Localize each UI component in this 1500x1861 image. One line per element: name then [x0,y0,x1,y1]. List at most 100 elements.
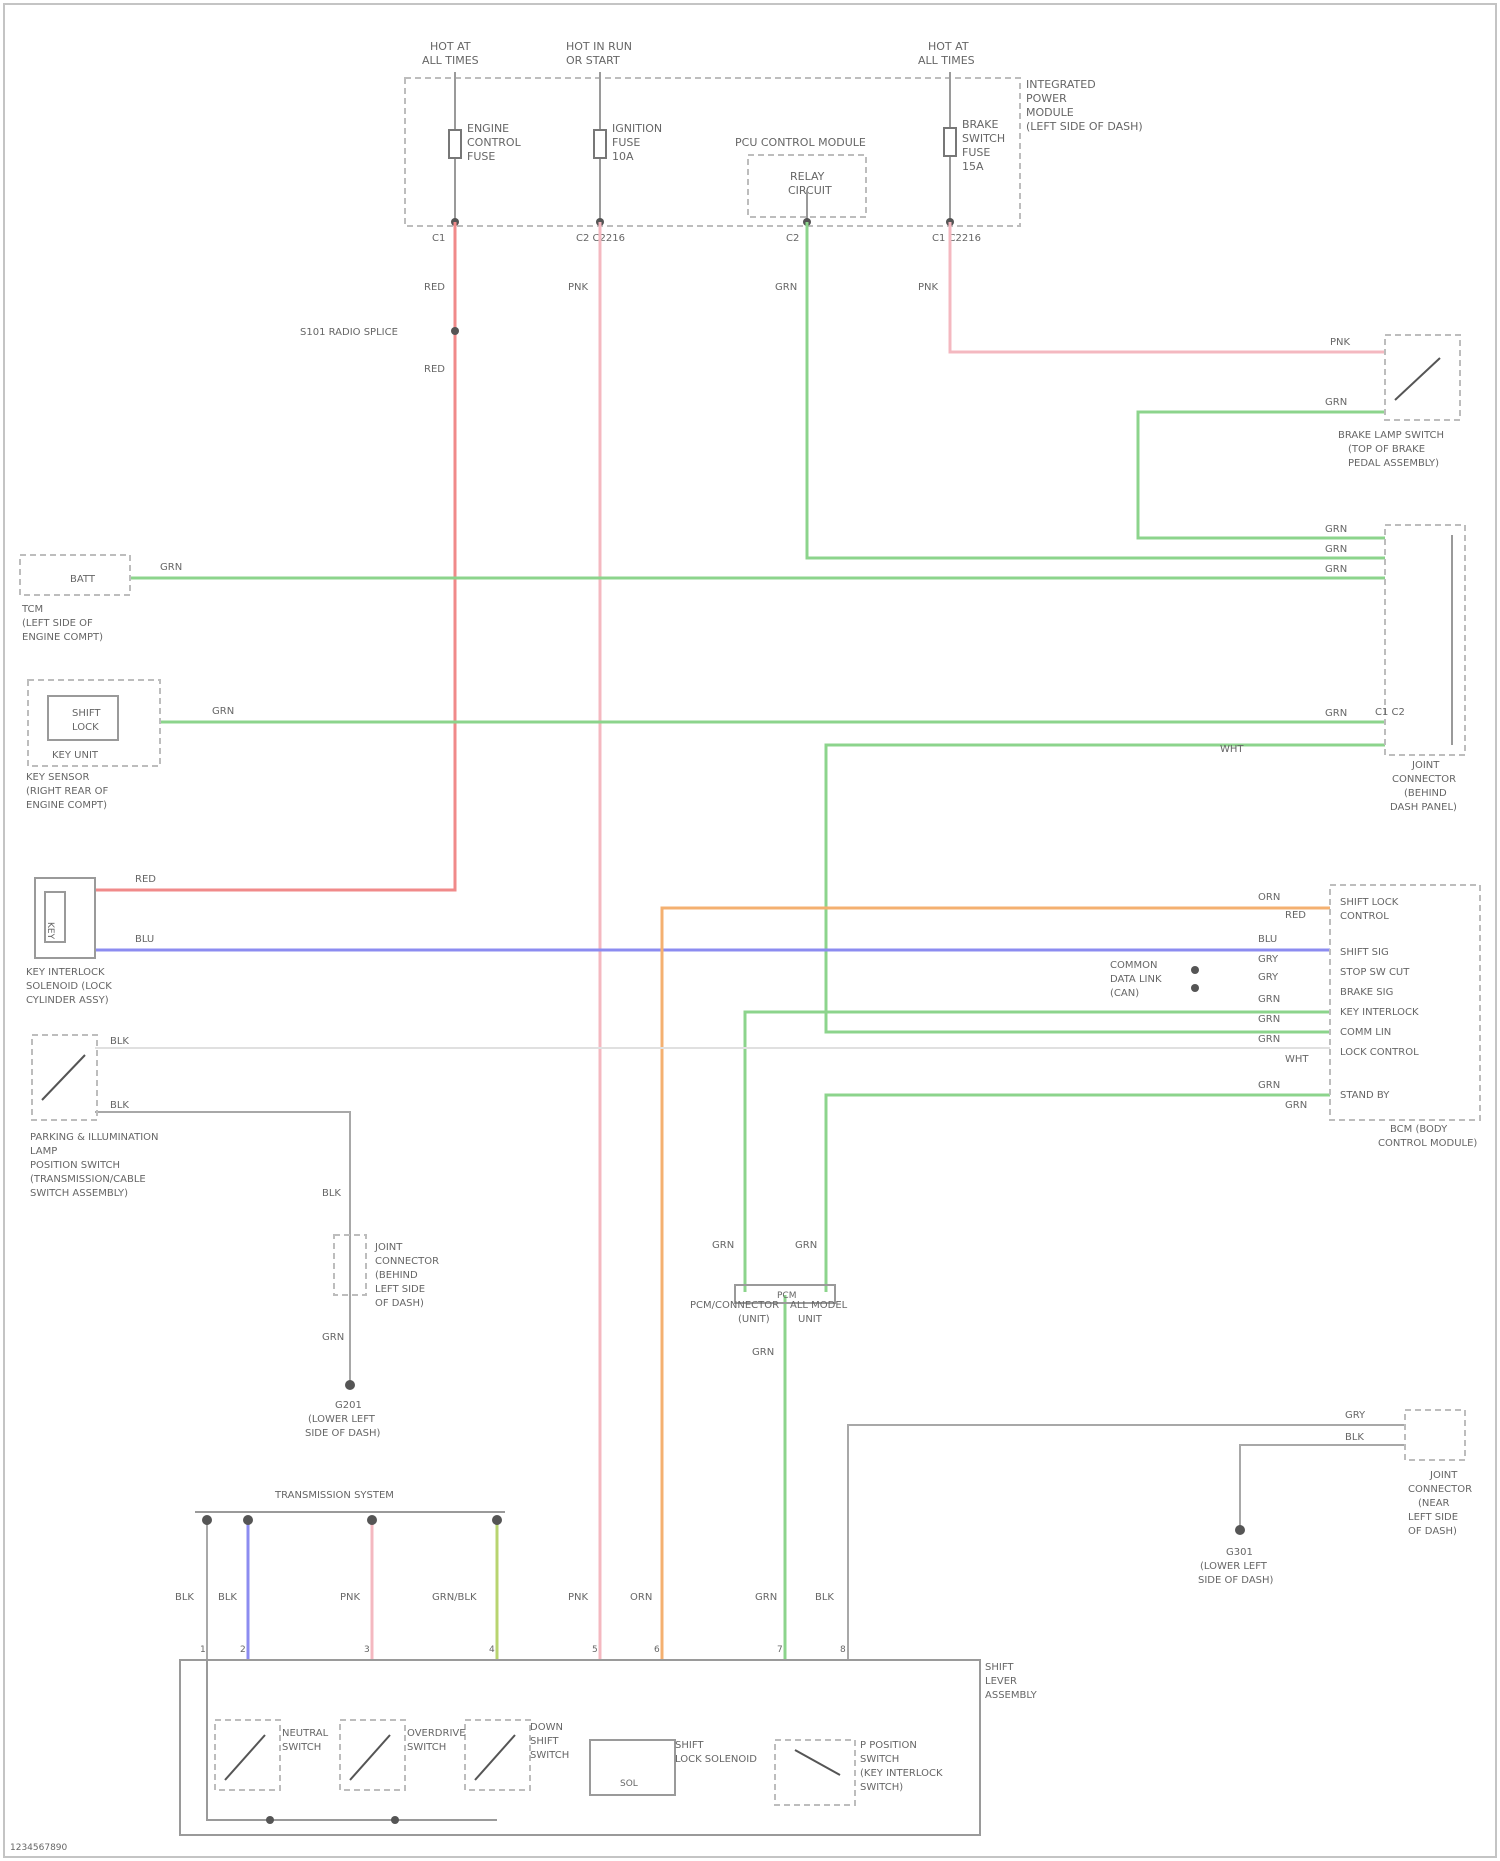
conn-right-label-1: JOINT [1411,760,1440,771]
power-module: HOT AT ALL TIMES HOT IN RUN OR START HOT… [405,40,1143,244]
range-wl-4: GRN/BLK [432,1592,477,1603]
bcm-small-3: (CAN) [1110,988,1139,999]
ground-conn-label-5: OF DASH) [375,1298,424,1309]
left-module-2-box-2: LOCK [72,722,99,733]
switch-4-label-2: LAMP [30,1146,57,1157]
range-wl-1: BLK [175,1592,194,1603]
wire-green-1 [807,222,1385,558]
range-wl-6: ORN [630,1592,652,1603]
sw-label-6: SHIFT [530,1736,559,1747]
bcm-wire-6: GRN [1258,994,1280,1005]
jbox-label-2: (UNIT) [738,1314,770,1325]
pin-label-4: C1 C2216 [932,233,981,244]
control-box-label-1: RELAY [790,170,825,183]
wl-grn-left: GRN [160,562,182,573]
ground-conn-label-2: CONNECTOR [375,1256,439,1267]
park-sw-label-1: P POSITION [860,1740,917,1751]
park-sw-label-3: (KEY INTERLOCK [860,1768,943,1779]
wl-wht: WHT [1220,744,1244,755]
left-module-1-label-2: (LEFT SIDE OF [22,618,93,629]
bcm-pin-7: COMM LIN [1340,1027,1391,1038]
selector-title-1: SHIFT [985,1662,1014,1673]
ground2-label-3: SIDE OF DASH) [1198,1575,1274,1586]
wire-labels: RED S101 RADIO SPLICE RED PNK GRN PNK PN… [110,282,1366,1443]
switch-4-label-4: (TRANSMISSION/CABLE [30,1174,146,1185]
fuse3-bottom-label: ALL TIMES [918,54,975,67]
conn-right-c2: C1 C2 [1375,707,1405,718]
switch-4-label-3: POSITION SWITCH [30,1160,120,1171]
left-module-2-label-2: (RIGHT REAR OF [26,786,108,797]
fuse3-label-4: 15A [962,160,984,173]
bcm-wire-5: GRY [1258,972,1279,983]
left-module-1-box: BATT [70,574,96,585]
brake-switch-label-3: PEDAL ASSEMBLY) [1348,458,1439,469]
fuse2-bottom-label: OR START [566,54,620,67]
bcm-pin-8: LOCK CONTROL [1340,1047,1419,1058]
left-module-3-label-3: CYLINDER ASSY) [26,995,109,1006]
bcm-title-1: BCM (BODY [1390,1124,1448,1135]
switch-4-label-1: PARKING & ILLUMINATION [30,1132,159,1143]
pin-num-4: 4 [489,1645,495,1655]
bcm-small-2: DATA LINK [1110,974,1162,985]
range-wl-2: BLK [218,1592,237,1603]
shift-lever-assembly: TRANSMISSION SYSTEM BLK BLK PNK GRN/BLK … [175,1490,1038,1835]
fuse3-label-1: BRAKE [962,118,998,131]
bcm-wire-9: WHT [1285,1054,1309,1065]
bcm-wire-10: GRN [1258,1080,1280,1091]
bcm-pin-3: SHIFT SIG [1340,947,1389,958]
fuse2-label-1: IGNITION [612,122,662,135]
module-title-3: MODULE [1026,106,1074,119]
module-title-4: (LEFT SIDE OF DASH) [1026,120,1143,133]
left-module-2-box-1: SHIFT [72,708,101,719]
left-module-1-label-1: TCM [21,604,43,615]
switch-4: PARKING & ILLUMINATION LAMP POSITION SWI… [30,1035,159,1199]
solenoid-label-1: SHIFT [675,1740,704,1751]
left-module-2-label-1: KEY SENSOR [26,772,90,783]
wl-pink-top: PNK [568,282,589,293]
conn-right-label-2: CONNECTOR [1392,774,1456,785]
left-module-1: BATT TCM (LEFT SIDE OF ENGINE COMPT) [20,555,130,643]
fuse2-top-label: HOT IN RUN [566,40,632,53]
trans-range-title: TRANSMISSION SYSTEM [274,1490,394,1501]
bcm-wire-7: GRN [1258,1014,1280,1025]
park-sw-label-2: SWITCH [860,1754,899,1765]
sw-label-5: DOWN [530,1722,563,1733]
wire-junctions [202,327,1245,1535]
wire-green-6 [745,1012,1330,1292]
wl-grn-tcm1: GRN [712,1240,734,1251]
wire-green-7 [826,1095,1330,1292]
fuse1-label-3: FUSE [467,150,495,163]
wire-pink-brake [950,222,1385,352]
ground1-label-2: (LOWER LEFT [308,1414,376,1425]
bcm-wire-3: BLU [1258,934,1277,945]
left-module-2: SHIFT LOCK KEY UNIT KEY SENSOR (RIGHT RE… [26,680,160,811]
wl-blk-tcm: BLK [322,1188,341,1199]
wl-grn-lower: GRN [212,706,234,717]
ground-conn-label-1: JOINT [374,1242,403,1253]
sw-label-1: NEUTRAL [282,1728,329,1739]
wl-grn-sw: GRN [1325,397,1347,408]
wl-grn2: GRN [1325,544,1347,555]
conn-right-label-3: (BEHIND [1404,788,1447,799]
fuse2-label-2: FUSE [612,136,640,149]
left-module-1-label-3: ENGINE COMPT) [22,632,103,643]
fuse3-label-3: FUSE [962,146,990,159]
bcm-pin-6: KEY INTERLOCK [1340,1007,1419,1018]
right-gc-label-5: OF DASH) [1408,1526,1457,1537]
ground-conn-label-3: (BEHIND [375,1270,418,1281]
pin-num-1: 1 [200,1645,206,1655]
fuse1-label-2: CONTROL [467,136,522,149]
wl-grn1: GRN [1325,524,1347,535]
selector-title-3: ASSEMBLY [985,1690,1038,1701]
ground-conn-label-4: LEFT SIDE [375,1284,425,1295]
range-wl-3: PNK [340,1592,361,1603]
wl-blk-right: BLK [1345,1432,1364,1443]
left-module-3-box: KEY [45,922,55,940]
range-wl-8: BLK [815,1592,834,1603]
jbox-label-4: UNIT [798,1314,823,1325]
wl-grn-tcm4: GRN [322,1332,344,1343]
brake-switch-label-1: BRAKE LAMP SWITCH [1338,430,1444,441]
wires [95,222,1405,1660]
wl-grn-bottom: GRN [1325,708,1347,719]
